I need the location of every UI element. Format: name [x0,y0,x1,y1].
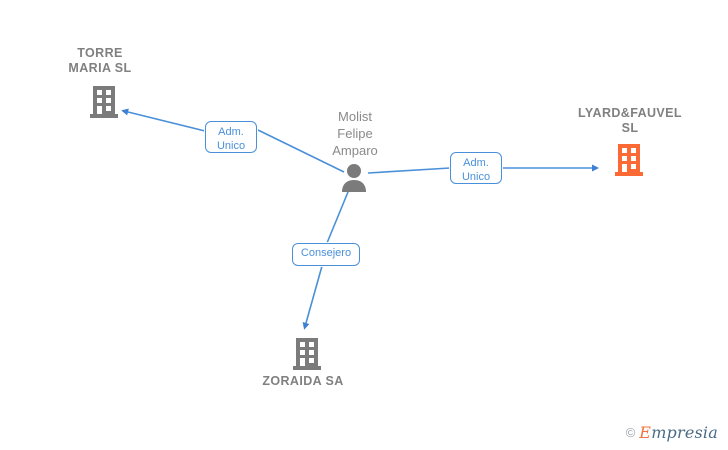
copyright-icon: © [625,425,636,440]
node-label-zoraida: ZORAIDA SA [262,374,344,388]
watermark-brand: Empresia [639,423,718,442]
relation-label-adm-unico-lyard-fauvel[interactable]: Adm. Unico [450,152,502,184]
watermark-brand-initial: E [639,423,652,442]
relation-label-adm-unico-torre-maria[interactable]: Adm. Unico [205,121,257,153]
watermark-empresia: © Empresia [626,423,718,442]
building-icon[interactable] [291,336,323,377]
edge-segment-admunico-left-to-torre-maria [121,108,206,132]
building-icon[interactable] [88,84,120,125]
edge-segment-person-to-admunico-right [367,167,451,174]
watermark-brand-rest: mpresia [651,423,718,442]
node-label-molist-felipe-amparo: Molist Felipe Amparo [332,109,378,158]
person-icon[interactable] [340,163,368,198]
edge-segment-consejero-to-zoraida [302,265,323,330]
node-label-torre-maria: TORRE MARIA SL [68,46,132,75]
edge-segment-person-to-consejero [326,191,349,244]
node-label-lyard-fauvel: LYARD&FAUVEL SL [578,106,682,135]
relation-label-consejero-zoraida[interactable]: Consejero [292,243,360,266]
building-icon-highlighted[interactable] [613,142,645,183]
